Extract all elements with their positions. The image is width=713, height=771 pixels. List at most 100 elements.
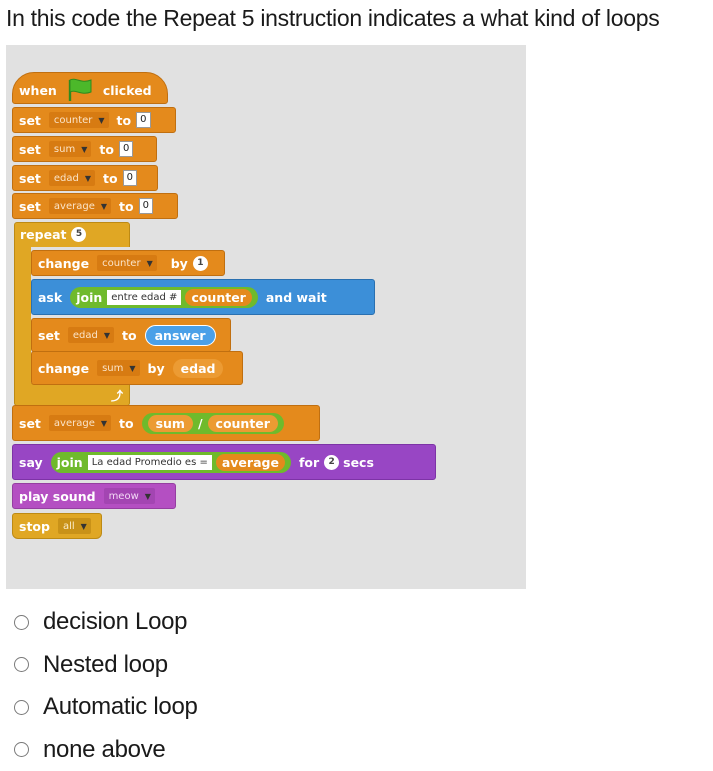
dropdown-arrow-icon: ▼: [100, 418, 107, 428]
to-keyword: to: [103, 170, 118, 186]
say-for-secs-block: say join La edad Promedio es = average f…: [12, 444, 436, 480]
variable-dropdown[interactable]: counter ▼: [48, 112, 109, 128]
radio-button[interactable]: [14, 614, 29, 630]
variable-name: sum: [102, 362, 124, 374]
to-keyword: to: [119, 198, 134, 214]
set-keyword: set: [19, 415, 41, 431]
say-keyword: say: [19, 454, 43, 470]
set-keyword: set: [38, 327, 60, 343]
set-edad-answer-block: set edad▼ to answer: [31, 318, 231, 352]
by-keyword: by: [147, 360, 165, 376]
number-input[interactable]: 1: [192, 255, 208, 271]
text-input[interactable]: entre edad #: [107, 289, 182, 305]
set-keyword: set: [19, 141, 41, 157]
number-input[interactable]: 0: [138, 198, 153, 214]
set-average-division-block: set average ▼ to sum / counter: [12, 405, 320, 441]
secs-input[interactable]: 2: [324, 454, 340, 470]
option-label: decision Loop: [43, 608, 188, 636]
average-reporter: average: [215, 453, 285, 471]
counter-reporter: counter: [185, 288, 252, 306]
dropdown-arrow-icon: ▼: [103, 330, 111, 340]
dropdown-arrow-icon: ▼: [146, 258, 153, 268]
repeat-count-input[interactable]: 5: [71, 226, 87, 242]
and-wait-keyword: and wait: [265, 289, 327, 305]
option-nested-loop[interactable]: Nested loop: [14, 644, 198, 687]
join-reporter: join La edad Promedio es = average: [50, 451, 291, 473]
variable-name: edad: [53, 172, 79, 184]
set-keyword: set: [19, 198, 41, 214]
repeat-header: repeat 5: [14, 222, 92, 246]
dropdown-arrow-icon: ▼: [98, 115, 105, 125]
number-input[interactable]: 0: [122, 170, 137, 186]
loop-arrow-icon: ⤴: [111, 389, 124, 403]
divide-symbol: /: [197, 415, 203, 431]
radio-button[interactable]: [14, 657, 29, 673]
answer-reporter: answer: [144, 324, 216, 346]
sum-reporter: sum: [147, 414, 193, 432]
radio-button[interactable]: [14, 699, 29, 715]
join-keyword: join: [76, 289, 103, 305]
answer-options: decision Loop Nested loop Automatic loop…: [14, 601, 198, 771]
option-label: Automatic loop: [43, 693, 198, 721]
variable-dropdown[interactable]: counter▼: [97, 255, 157, 271]
ask-keyword: ask: [38, 289, 63, 305]
change-keyword: change: [38, 255, 90, 271]
question-text: In this code the Repeat 5 instruction in…: [6, 5, 660, 31]
variable-dropdown[interactable]: edad▼: [67, 327, 115, 343]
edad-reporter: edad: [172, 358, 224, 378]
dropdown-arrow-icon: ▼: [100, 201, 107, 211]
to-keyword: to: [122, 327, 137, 343]
dropdown-arrow-icon: ▼: [129, 363, 136, 373]
sound-dropdown[interactable]: meow ▼: [103, 488, 155, 504]
for-keyword: for: [298, 454, 320, 470]
option-automatic-loop[interactable]: Automatic loop: [14, 686, 198, 729]
join-keyword: join: [56, 454, 83, 470]
radio-button[interactable]: [14, 742, 29, 758]
stop-option-dropdown[interactable]: all ▼: [57, 518, 91, 534]
dropdown-arrow-icon: ▼: [144, 491, 151, 501]
stop-all-block: stop all ▼: [12, 513, 102, 539]
ask-and-wait-block: ask join entre edad # counter and wait: [31, 279, 375, 315]
text-input[interactable]: La edad Promedio es =: [87, 454, 212, 470]
variable-name: counter: [53, 114, 93, 126]
stop-keyword: stop: [19, 518, 50, 534]
variable-dropdown[interactable]: sum ▼: [97, 360, 140, 376]
repeat-keyword: repeat: [20, 226, 67, 242]
variable-dropdown[interactable]: edad ▼: [48, 170, 96, 186]
secs-keyword: secs: [343, 454, 374, 470]
by-keyword: by: [170, 255, 188, 271]
variable-name: average: [53, 200, 95, 212]
dropdown-arrow-icon: ▼: [80, 521, 87, 531]
to-keyword: to: [116, 112, 132, 128]
to-keyword: to: [99, 141, 114, 157]
change-counter-block: change counter▼ by 1: [31, 250, 225, 276]
divide-operator-reporter: sum / counter: [141, 412, 284, 434]
set-counter-block: set counter ▼ to 0: [12, 107, 176, 133]
set-edad-block: set edad ▼ to 0: [12, 165, 158, 191]
variable-dropdown[interactable]: sum▼: [48, 141, 92, 157]
sound-name: meow: [108, 490, 139, 502]
scratch-script-image: when clicked set counter ▼ to 0 set sum▼ …: [6, 45, 526, 589]
number-input[interactable]: 0: [136, 112, 151, 128]
variable-dropdown[interactable]: average ▼: [48, 415, 111, 431]
when-flag-clicked-block: when clicked: [12, 72, 168, 104]
set-keyword: set: [19, 170, 41, 186]
set-sum-block: set sum▼ to 0: [12, 136, 157, 162]
variable-name: average: [53, 417, 95, 429]
counter-reporter: counter: [207, 414, 278, 432]
number-input[interactable]: 0: [118, 141, 134, 157]
play-sound-block: play sound meow ▼: [12, 483, 176, 509]
option-none-above[interactable]: none above: [14, 729, 198, 771]
join-reporter: join entre edad # counter: [70, 286, 258, 308]
play-sound-keyword: play sound: [19, 488, 96, 504]
variable-dropdown[interactable]: average ▼: [48, 198, 111, 214]
option-label: none above: [43, 735, 166, 763]
set-average-block: set average ▼ to 0: [12, 193, 178, 219]
dropdown-arrow-icon: ▼: [81, 144, 88, 154]
change-sum-block: change sum▼ by edad: [31, 351, 243, 385]
option-decision-loop[interactable]: decision Loop: [14, 601, 198, 644]
to-keyword: to: [119, 415, 134, 431]
set-keyword: set: [19, 112, 41, 128]
stop-option: all: [62, 520, 75, 532]
dropdown-arrow-icon: ▼: [84, 173, 92, 183]
